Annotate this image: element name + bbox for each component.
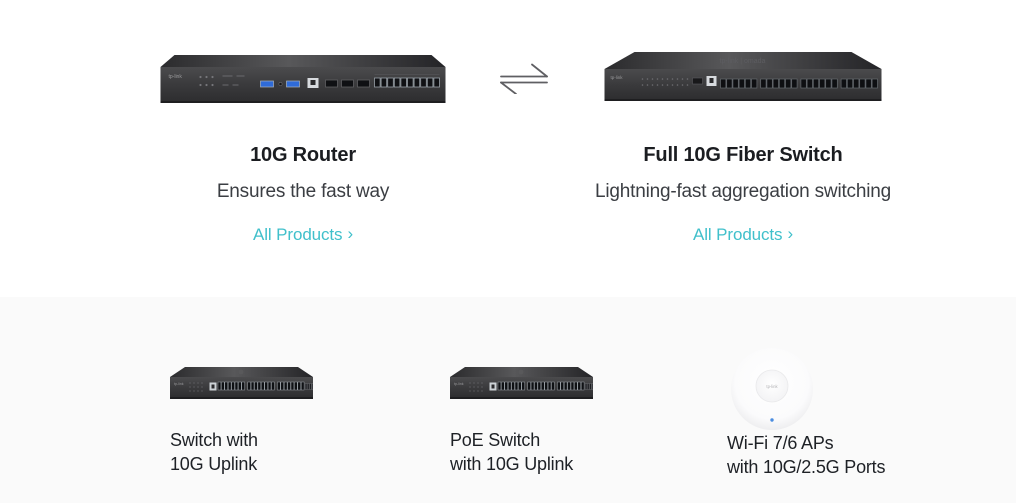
- chevron-right-icon: ›: [347, 224, 354, 243]
- omada-logo-text: tp-link | omada: [720, 58, 766, 65]
- product-description: Ensures the fast way: [216, 181, 390, 202]
- product-title: Full 10G Fiber Switch: [643, 144, 843, 166]
- 10g-router-image: tp-link: [160, 55, 446, 110]
- tp-link-logo-text: tp-link: [169, 74, 183, 80]
- product-label-line2: with 10G Uplink: [450, 454, 574, 474]
- product-description: Lightning-fast aggregation switching: [595, 181, 891, 202]
- product-label-line1: PoE Switch: [450, 430, 541, 450]
- bidirectional-arrows-icon: [500, 61, 548, 99]
- product-label: Switch with 10G Uplink: [170, 428, 258, 476]
- product-title: 10G Router: [250, 144, 356, 166]
- tp-link-logo-text: tp-link: [611, 75, 624, 80]
- fiber-switch-image: tp-link | omada tp-link: [604, 52, 882, 108]
- all-products-link-label: All Products: [692, 225, 783, 244]
- ap-led: [770, 418, 774, 422]
- product-card-10g-router: tp-link: [83, 0, 523, 297]
- product-label: PoE Switch with 10G Uplink: [450, 428, 573, 476]
- all-products-link-label: All Products: [252, 225, 343, 244]
- product-label: Wi-Fi 7/6 APs with 10G/2.5G Ports: [727, 431, 885, 479]
- tp-link-logo-text: tp-link: [766, 384, 778, 389]
- all-products-link[interactable]: All Products›: [523, 224, 963, 245]
- all-products-link[interactable]: All Products›: [83, 224, 523, 245]
- product-card-full-10g-fiber-switch: tp-link | omada tp-link: [523, 0, 963, 297]
- product-label-line1: Switch with: [170, 430, 258, 450]
- poe-switch-image: [450, 367, 593, 407]
- wifi-ap-image: tp-link: [731, 348, 813, 435]
- compatible-products-section: Switch with 10G Uplink PoE Switch with 10G…: [0, 297, 1016, 503]
- product-label-line2: 10G Uplink: [170, 454, 258, 474]
- product-label-line1: Wi-Fi 7/6 APs: [727, 433, 834, 453]
- chevron-right-icon: ›: [787, 224, 794, 243]
- product-label-line2: with 10G/2.5G Ports: [727, 457, 886, 477]
- switch-10g-uplink-image: [170, 367, 313, 407]
